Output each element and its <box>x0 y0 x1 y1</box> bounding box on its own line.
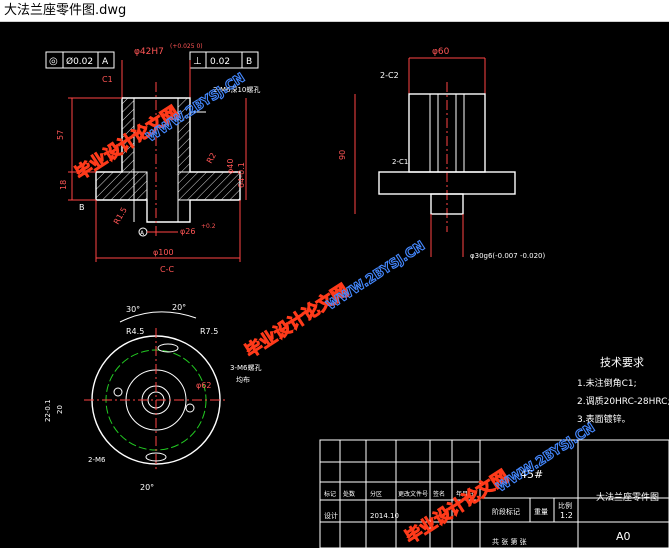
top-view: 30° 20° R4.5 R7.5 3-M6螺孔 均布 φ62 22-0.1 2… <box>44 303 261 492</box>
requirement-2: 2.调质20HRC-28HRC; <box>577 395 669 407</box>
chamfer-label: 2-C2 <box>380 71 399 80</box>
svg-text:WWW.2BYSJ.CN: WWW.2BYSJ.CN <box>324 239 428 314</box>
row-label-zone: 分区 <box>370 490 382 498</box>
datum-a: A <box>140 230 145 237</box>
thread-note: 3-M6螺孔 <box>230 363 261 372</box>
r2-dim: R2 <box>205 151 218 165</box>
left-thread-label: 2-M6 <box>88 456 106 464</box>
bottom-angle-dim: 20° <box>140 483 154 492</box>
gdt-right-value: 0.02 <box>210 57 230 67</box>
left-outer-dim: 22-0.1 <box>44 399 52 422</box>
perpendicularity-symbol: ⊥ <box>193 56 202 67</box>
gdt-left-datum: A <box>102 57 109 67</box>
sheet-count: 共 张 第 张 <box>492 537 527 546</box>
side-view: φ60 2-C2 90 2-C1 φ30g6(-0.007 -0.020) <box>338 47 546 260</box>
window-title: 大法兰座零件图.dwg <box>0 0 669 22</box>
drawing-canvas[interactable]: ◎ Ø0.02 A ⊥ 0.02 B φ42H7 (+0.025 0) C1 2… <box>0 22 669 548</box>
requirements-heading: 技术要求 <box>600 356 644 369</box>
left-inner-dim: 20 <box>56 405 64 414</box>
row-label-sign: 签名 <box>433 490 445 498</box>
d62-dim: φ62 <box>196 381 211 390</box>
r45-dim: R4.5 <box>126 327 144 336</box>
row-label-doc: 更改文件号 <box>398 490 428 498</box>
right-height-dim: 64-0.1 <box>237 162 246 188</box>
stage-label: 阶段标记 <box>492 507 520 516</box>
svg-text:WWW.2BYSJ.CN: WWW.2BYSJ.CN <box>144 71 248 146</box>
gdt-frame-right: ⊥ 0.02 B <box>189 51 259 69</box>
svg-text:毕业设计论文网: 毕业设计论文网 <box>401 466 512 548</box>
concentricity-symbol: ◎ <box>49 56 58 67</box>
scale: 1:2 <box>560 511 573 520</box>
r15-dim: R1.5 <box>112 206 129 226</box>
hole-tol: +0.2 <box>201 223 216 230</box>
technical-requirements: 技术要求 1.未注倒角C1; 2.调质20HRC-28HRC; 3.表面镀锌。 <box>577 356 669 425</box>
r75-dim: R7.5 <box>200 327 218 336</box>
gdt-frame-left: ◎ Ø0.02 A <box>45 51 115 69</box>
design-label: 设计 <box>324 511 338 520</box>
angle1-dim: 30° <box>126 305 140 314</box>
chamfer-label: C1 <box>102 75 113 84</box>
row-label-count: 处数 <box>343 490 355 498</box>
title-block <box>319 439 669 548</box>
row-label-date: 年月日 <box>456 490 474 498</box>
angle2-dim: 20° <box>172 303 186 312</box>
thread-label: 2-M6深10螺孔 <box>213 85 260 94</box>
front-view: ◎ Ø0.02 A ⊥ 0.02 B φ42H7 (+0.025 0) C1 2… <box>45 43 260 274</box>
flange-height-dim: 18 <box>59 180 68 190</box>
bore-tol: (+0.025 0) <box>170 43 203 50</box>
watermark: 毕业设计论文网 WWW.2BYSJ.CN 毕业设计论文网 WWW.2BYSJ.C… <box>71 70 599 548</box>
height-dim: 57 <box>56 130 65 140</box>
bore-dim: φ42H7 <box>134 47 164 57</box>
cad-drawing: ◎ Ø0.02 A ⊥ 0.02 B φ42H7 (+0.025 0) C1 2… <box>44 43 669 548</box>
part-name: 大法兰座零件图 <box>596 491 659 503</box>
diam-b-dim: φ40 <box>226 159 235 174</box>
datum-b: B <box>79 203 85 212</box>
hole-dim: φ26 <box>180 227 195 236</box>
material: 45# <box>520 468 543 481</box>
base-dim: φ100 <box>153 248 174 257</box>
ratio-label: 比例 <box>558 501 572 510</box>
top-dia-dim: φ60 <box>432 47 450 57</box>
requirement-3: 3.表面镀锌。 <box>577 413 631 425</box>
gdt-left-value: Ø0.02 <box>66 56 93 67</box>
row-label-mark: 标记 <box>324 490 336 498</box>
paper-size: A0 <box>616 530 631 543</box>
thread-uniform-note: 均布 <box>236 375 250 384</box>
section-label: C-C <box>160 265 174 274</box>
weight-label: 重量 <box>534 508 548 516</box>
date: 2014.10 <box>370 512 399 520</box>
requirement-1: 1.未注倒角C1; <box>577 377 637 389</box>
side-height-dim: 90 <box>338 150 347 160</box>
side-chamfer-label: 2-C1 <box>392 158 408 166</box>
gdt-right-datum: B <box>246 57 252 67</box>
svg-text:WWW.2BYSJ.CN: WWW.2BYSJ.CN <box>494 421 598 496</box>
shaft-dim: φ30g6(-0.007 -0.020) <box>470 252 546 260</box>
